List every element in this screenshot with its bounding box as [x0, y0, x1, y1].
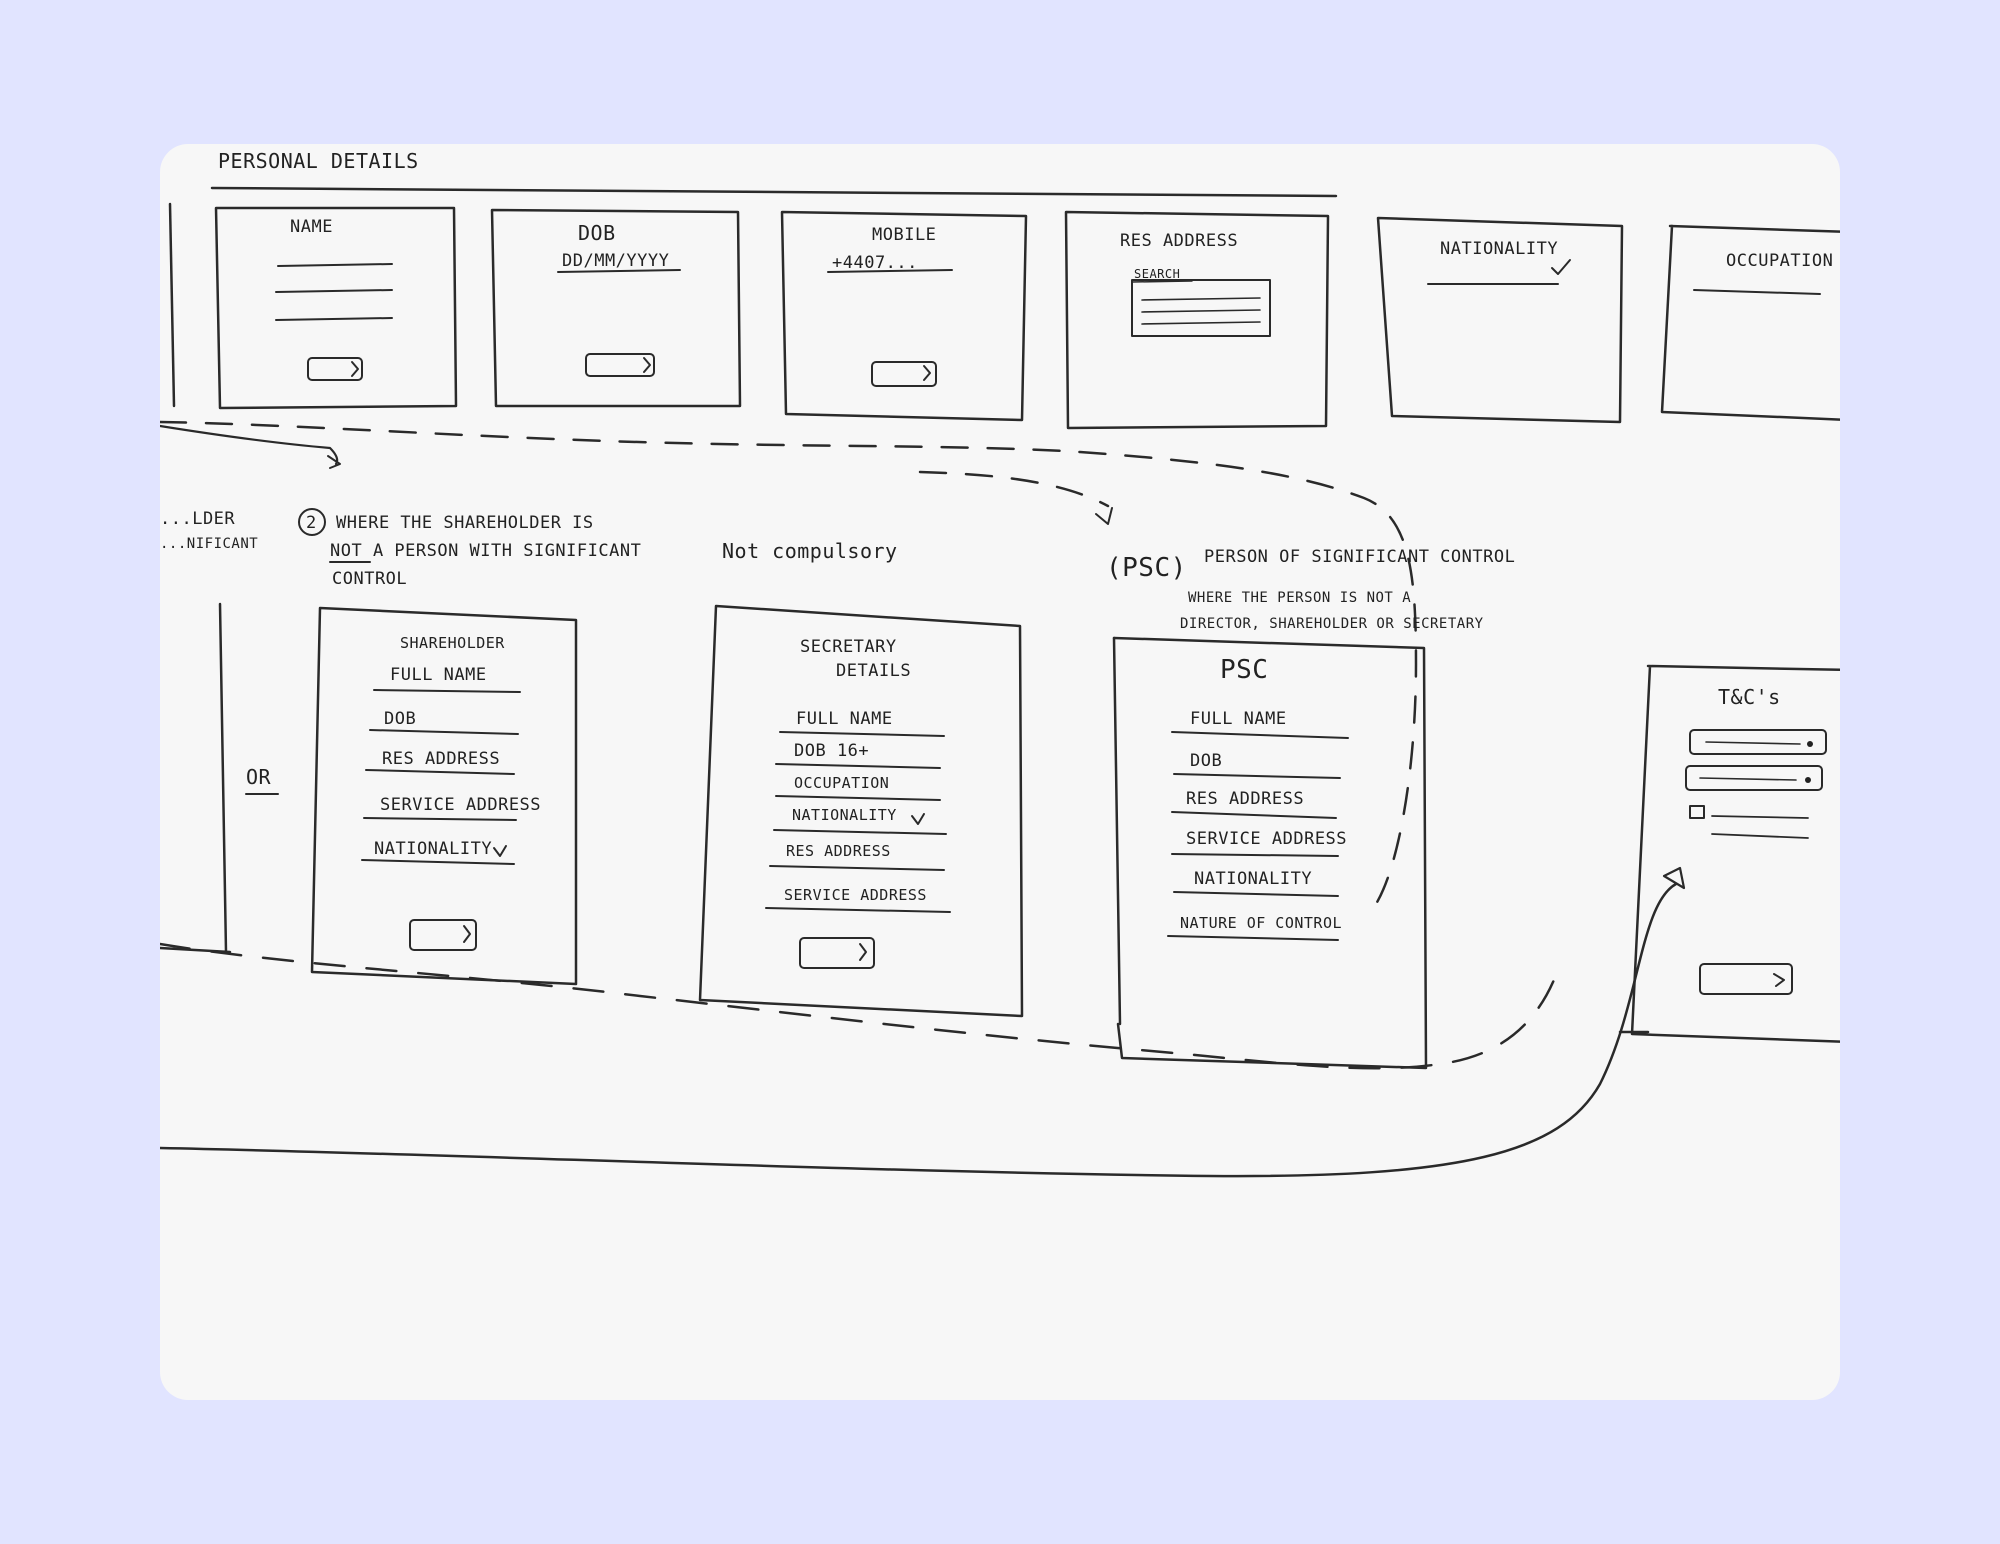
psc-field-1: FULL NAME [1190, 709, 1287, 729]
next-button [799, 937, 875, 969]
frame-mobile-label: MOBILE [872, 225, 936, 245]
frame-res-address-label: RES ADDRESS [1120, 231, 1238, 251]
checkbox-icon [1689, 805, 1705, 819]
psc-note-line2: DIRECTOR, SHAREHOLDER OR SECRETARY [1180, 616, 1484, 632]
chevron-right-icon [1773, 973, 1785, 987]
psc-field-4: SERVICE ADDRESS [1186, 829, 1347, 849]
frame-res-address: RES ADDRESS SEARCH [1064, 210, 1330, 430]
frame-terms: T&C's [1618, 664, 1840, 1043]
frame-mobile: MOBILE +4407... [780, 210, 1028, 422]
shareholder-field-5: NATIONALITY [374, 839, 492, 859]
flow-arrow-dashed-top [160, 420, 1418, 906]
next-button [871, 361, 937, 387]
terms-title: T&C's [1718, 685, 1781, 709]
dropdown-icon [493, 845, 507, 857]
or-label: OR [246, 765, 272, 789]
secretary-field-3: OCCUPATION [794, 774, 889, 792]
chevron-right-icon [923, 365, 931, 381]
frame-nationality-label: NATIONALITY [1440, 239, 1558, 259]
shareholder-field-4: SERVICE ADDRESS [380, 795, 541, 815]
secretary-field-2: DOB 16+ [794, 741, 869, 761]
name-input-lines [275, 263, 393, 321]
flow-arrow-left [160, 424, 339, 466]
left-partial-note-line1: ...LDER [160, 509, 235, 529]
secretary-title-line1: SECRETARY [800, 637, 897, 657]
shareholder-field-1: FULL NAME [390, 665, 487, 685]
shareholder-title: SHAREHOLDER [400, 634, 505, 652]
number-badge [298, 508, 326, 536]
psc-field-6: NATURE OF CONTROL [1180, 914, 1342, 932]
flow-arrow-solid [160, 882, 1678, 1178]
chevron-right-icon [859, 943, 867, 961]
note-two-number: 2 [306, 513, 317, 533]
psc-field-2: DOB [1190, 751, 1222, 771]
psc-field-5: NATIONALITY [1194, 869, 1312, 889]
dropdown-icon [1551, 259, 1571, 275]
whiteboard-sketch: PERSONAL DETAILS NAME DOB DD/MM/YYYY MOB… [160, 144, 1840, 1400]
checkbox-icon [1805, 777, 1811, 783]
secretary-field-1: FULL NAME [796, 709, 893, 729]
next-button [307, 357, 363, 381]
chevron-right-icon [351, 361, 359, 377]
psc-abbreviation: (PSC) [1106, 553, 1187, 583]
frame-dob: DOB DD/MM/YYYY [490, 208, 742, 408]
frame-mobile-format: +4407... [832, 253, 918, 273]
frame-name: NAME [214, 206, 458, 410]
next-button [409, 919, 477, 951]
checkbox-icon [1807, 741, 1813, 747]
chevron-right-icon [463, 925, 471, 943]
shareholder-field-3: RES ADDRESS [382, 749, 500, 769]
title-underline [210, 186, 1338, 198]
frame-nationality: NATIONALITY [1376, 216, 1624, 424]
flow-arrow-dashed-bottom [160, 942, 1562, 1070]
psc-field-3: RES ADDRESS [1186, 789, 1304, 809]
submit-button [1699, 963, 1793, 995]
note-two-line2: NOT A PERSON WITH SIGNIFICANT [330, 541, 641, 561]
arrow-head-icon [1095, 507, 1113, 525]
secretary-title-line2: DETAILS [836, 661, 911, 681]
shareholder-field-2: DOB [384, 709, 416, 729]
frame-occupation: OCCUPATION [1660, 224, 1840, 421]
secretary-field-6: SERVICE ADDRESS [784, 886, 927, 904]
secretary-field-5: RES ADDRESS [786, 842, 891, 860]
section-title: PERSONAL DETAILS [218, 149, 419, 173]
secretary-field-4: NATIONALITY [792, 806, 897, 824]
not-compulsory-note: Not compulsory [722, 539, 898, 563]
frame-shareholder: SHAREHOLDER FULL NAME DOB RES ADDRESS SE… [310, 606, 578, 986]
arrow-head-icon [1662, 866, 1686, 890]
arrow-head-icon [327, 455, 341, 469]
wireframe-drawing: PERSONAL DETAILS NAME DOB DD/MM/YYYY MOB… [160, 149, 1840, 1178]
note-two-line3: CONTROL [332, 569, 407, 589]
chevron-right-icon [643, 357, 651, 373]
address-results-list [1131, 279, 1271, 337]
frame-occupation-label: OCCUPATION [1726, 251, 1833, 271]
partial-frame-left [160, 602, 232, 954]
partial-frame-edge [168, 202, 176, 408]
note-two-line1: WHERE THE SHAREHOLDER IS [336, 513, 594, 533]
next-button [585, 353, 655, 377]
dropdown-icon [911, 813, 925, 825]
psc-title: PERSON OF SIGNIFICANT CONTROL [1204, 547, 1515, 567]
frame-secretary: SECRETARY DETAILS FULL NAME DOB 16+ OCCU… [698, 604, 1024, 1018]
psc-note-line1: WHERE THE PERSON IS NOT A [1188, 590, 1411, 606]
frame-psc: PSC FULL NAME DOB RES ADDRESS SERVICE AD… [1112, 636, 1428, 1070]
psc-frame-title: PSC [1220, 655, 1268, 685]
terms-checkbox-row [1689, 729, 1827, 755]
terms-checkbox-row [1685, 765, 1823, 791]
frame-name-label: NAME [290, 217, 333, 237]
left-partial-note-line2: ...NIFICANT [160, 536, 258, 552]
frame-dob-label: DOB [578, 221, 616, 245]
address-search-label: SEARCH [1134, 267, 1180, 281]
frame-dob-format: DD/MM/YYYY [562, 251, 669, 271]
